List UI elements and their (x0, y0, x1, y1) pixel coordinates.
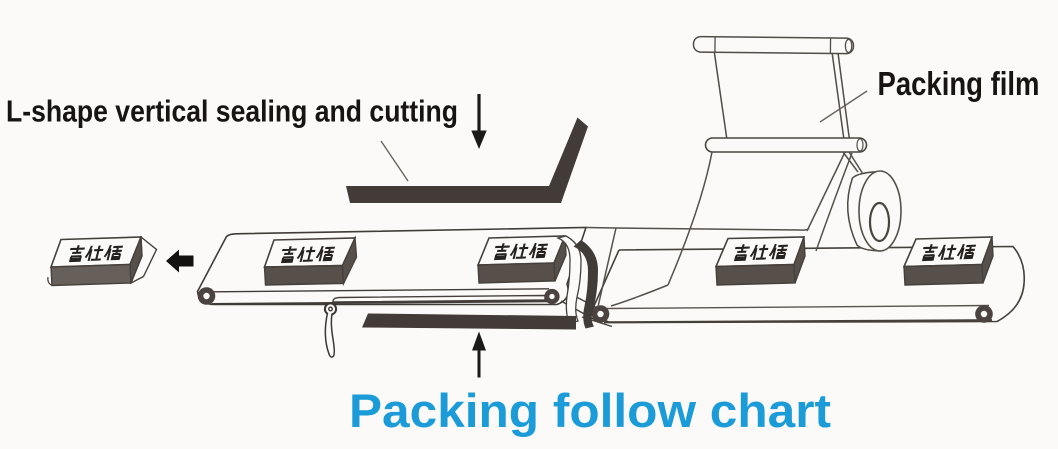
svg-text:L-shape vertical sealing and c: L-shape vertical sealing and cutting (6, 94, 458, 129)
svg-text:Packing film: Packing film (878, 65, 1040, 102)
svg-text:Packing follow chart: Packing follow chart (349, 384, 831, 437)
